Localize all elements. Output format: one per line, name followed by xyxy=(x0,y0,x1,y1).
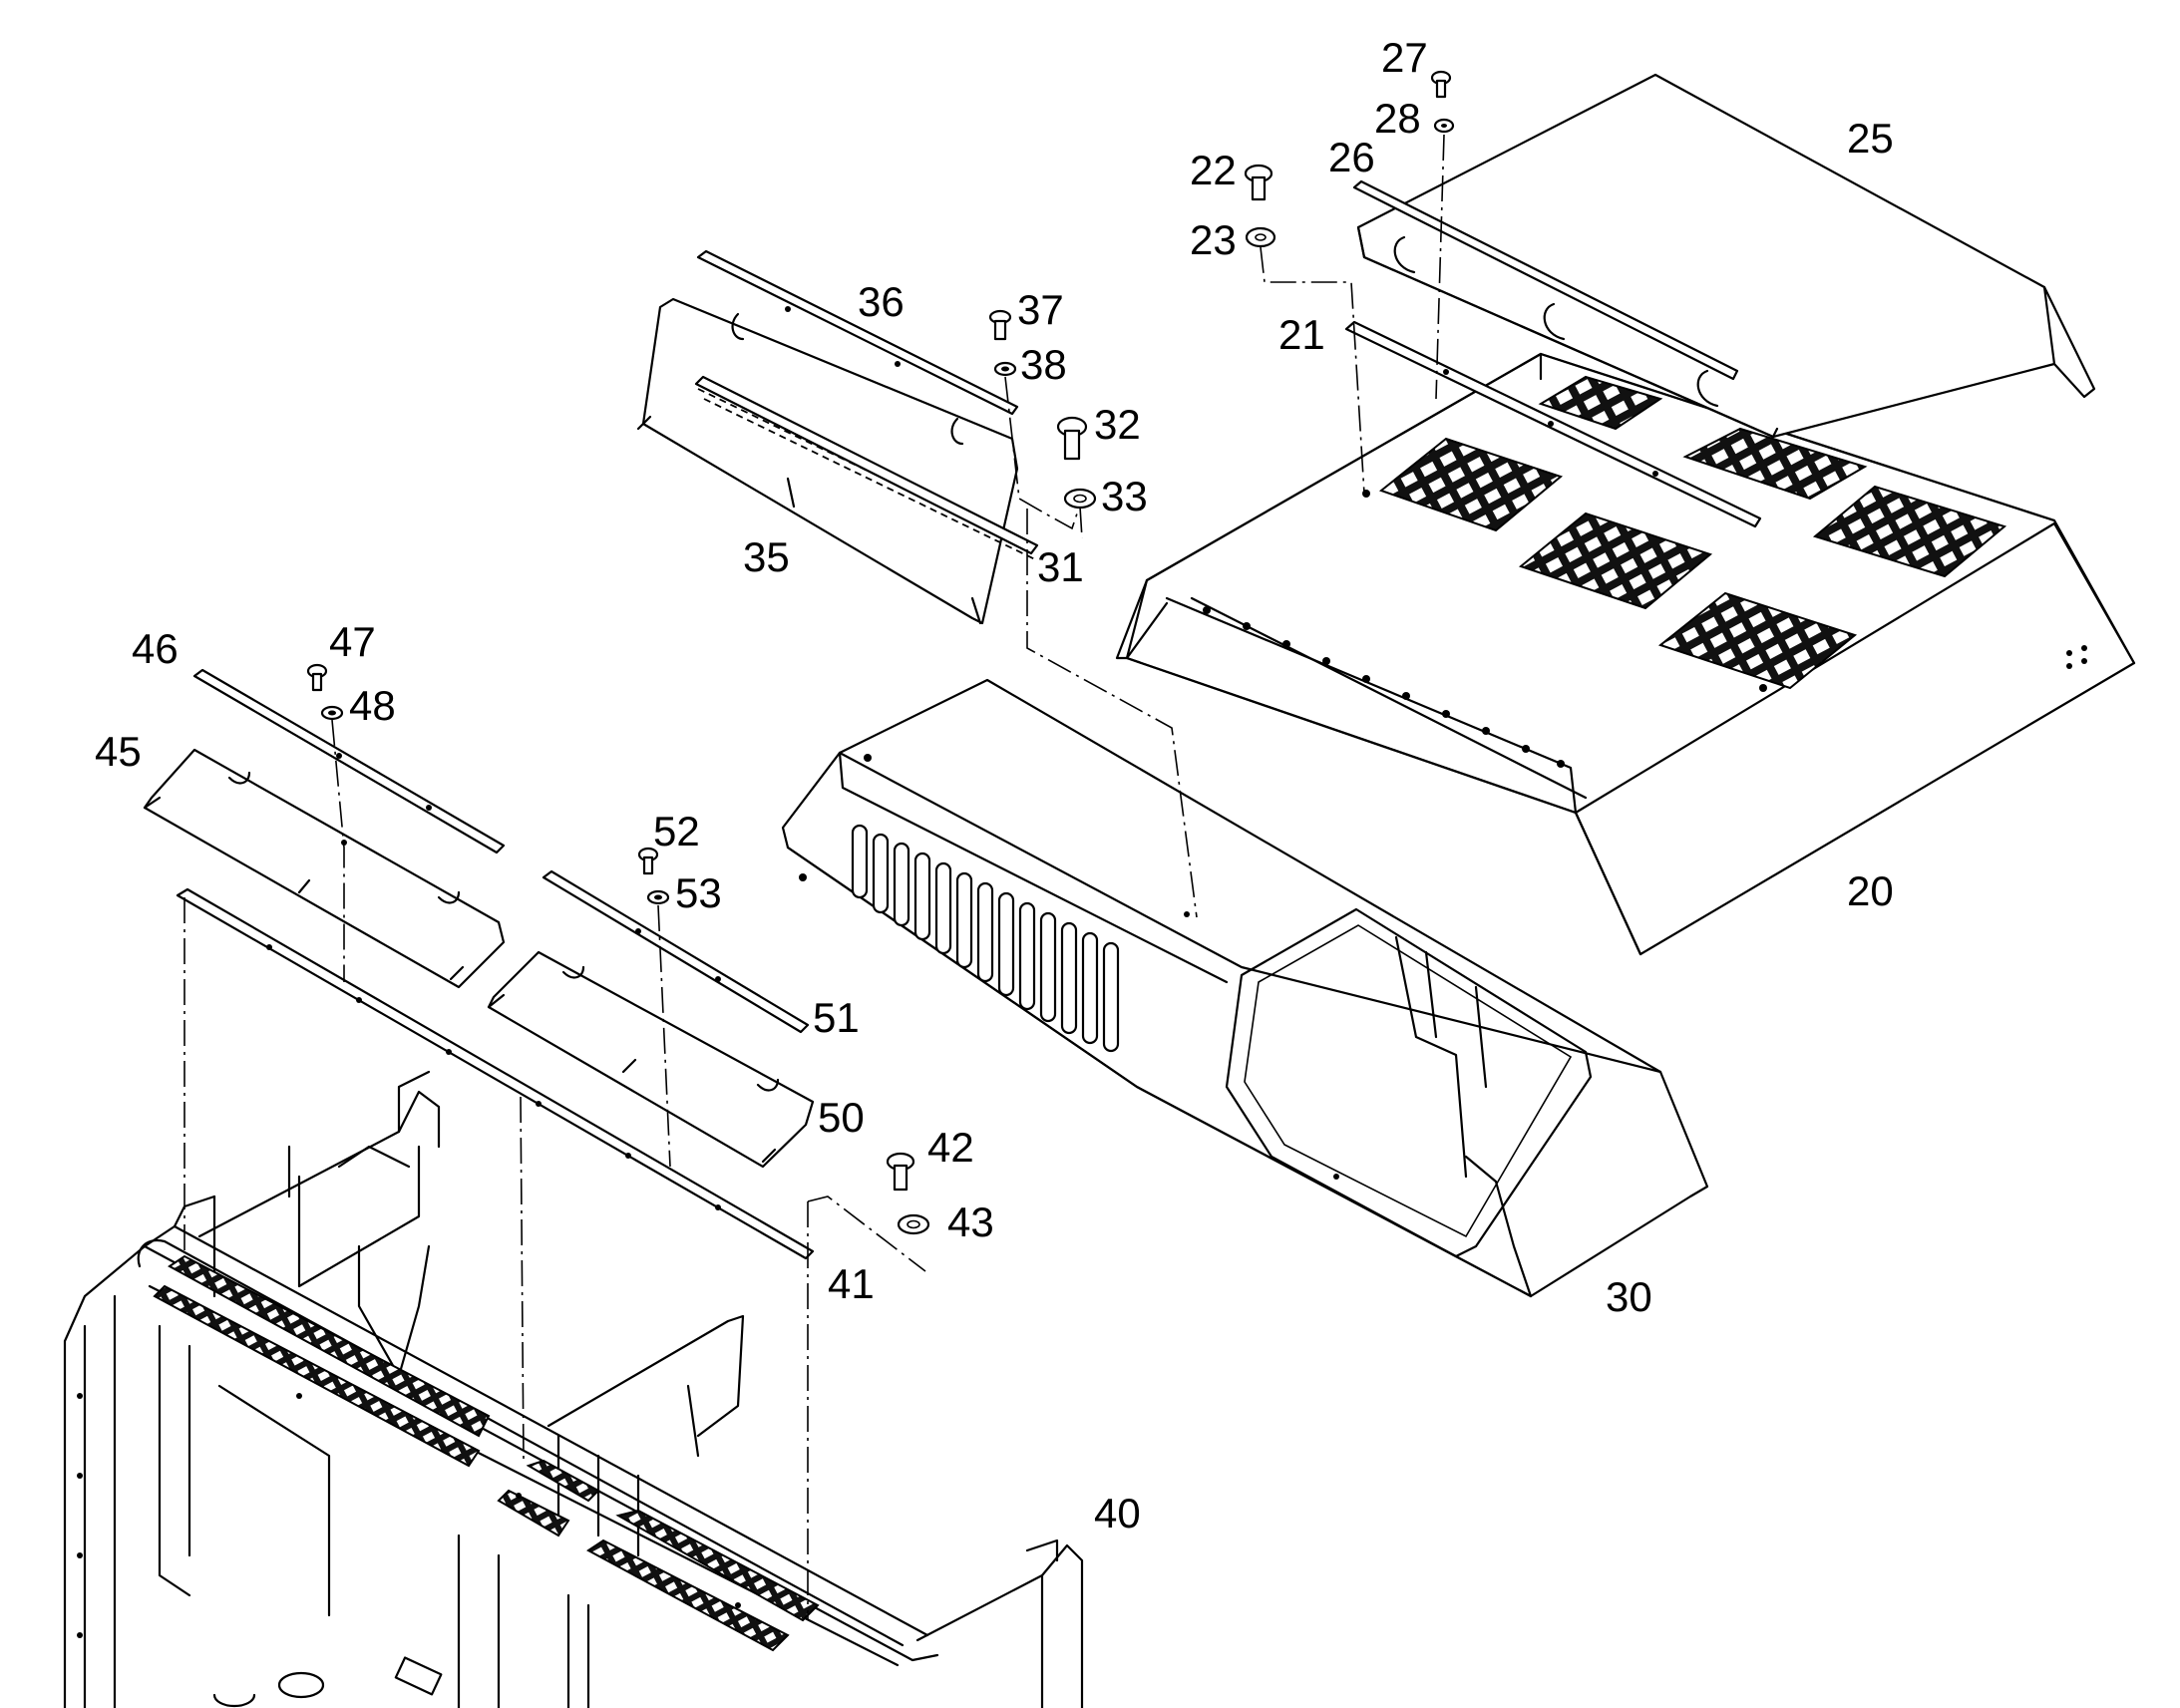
hood-part-20 xyxy=(1115,352,2136,956)
callout-23: 23 xyxy=(1190,216,1237,263)
callout-30: 30 xyxy=(1606,1273,1652,1320)
callout-52: 52 xyxy=(653,808,700,854)
strip-part-36 xyxy=(694,249,1039,555)
strip-part-51 xyxy=(542,869,810,1034)
washer-part-38 xyxy=(993,361,1017,377)
callout-labels: 20 21 22 23 25 26 27 28 30 31 32 33 35 3… xyxy=(95,34,1894,1537)
callout-22: 22 xyxy=(1190,147,1237,193)
callout-48: 48 xyxy=(349,682,396,729)
callout-27: 27 xyxy=(1381,34,1428,81)
callout-50: 50 xyxy=(818,1094,865,1141)
callout-20: 20 xyxy=(1847,867,1894,914)
callout-43: 43 xyxy=(947,1198,994,1245)
callout-42: 42 xyxy=(927,1124,974,1171)
callout-35: 35 xyxy=(743,533,790,580)
callout-36: 36 xyxy=(858,278,905,325)
callout-25: 25 xyxy=(1847,115,1894,162)
bar-part-41 xyxy=(176,887,815,1260)
callout-53: 53 xyxy=(675,869,722,916)
callout-37: 37 xyxy=(1017,286,1064,333)
callout-31: 31 xyxy=(1037,543,1084,590)
shroud-louvres xyxy=(851,824,1120,1053)
callout-33: 33 xyxy=(1101,473,1148,519)
callout-45: 45 xyxy=(95,728,142,775)
bolt-part-37 xyxy=(988,309,1012,341)
bolt-part-27 xyxy=(1430,70,1452,99)
fasteners xyxy=(306,70,1455,1235)
panel-part-45 xyxy=(143,748,506,989)
washer-part-53 xyxy=(646,889,670,905)
callout-41: 41 xyxy=(828,1260,875,1307)
callout-40: 40 xyxy=(1094,1490,1141,1537)
washer-part-48 xyxy=(320,705,344,721)
washer-part-43 xyxy=(897,1213,930,1235)
hood-hinge-row xyxy=(1203,606,1565,768)
bolt-part-32 xyxy=(1056,416,1088,461)
hood-grilles xyxy=(1378,375,2007,690)
strip-part-46 xyxy=(192,668,506,854)
washer-part-33 xyxy=(1063,488,1097,510)
callout-47: 47 xyxy=(329,618,376,665)
bolt-part-42 xyxy=(886,1152,915,1192)
shroud-part-30 xyxy=(781,678,1709,1298)
callout-28: 28 xyxy=(1374,95,1421,142)
washer-part-28 xyxy=(1433,118,1455,134)
bolt-part-52 xyxy=(637,847,659,875)
callout-21: 21 xyxy=(1278,311,1325,358)
bolt-part-47 xyxy=(306,663,328,692)
assembly-lines xyxy=(183,134,1445,1620)
strip-part-26 xyxy=(1344,179,1762,528)
callout-51: 51 xyxy=(813,994,860,1041)
panel-part-35 xyxy=(636,297,1038,625)
washer-part-23 xyxy=(1245,226,1276,248)
cover-part-25 xyxy=(1356,73,2096,439)
callout-46: 46 xyxy=(132,625,179,672)
bolt-part-22 xyxy=(1244,164,1273,201)
callout-38: 38 xyxy=(1020,341,1067,388)
callout-32: 32 xyxy=(1094,401,1141,448)
panel-part-50 xyxy=(487,950,815,1169)
frame-part-40 xyxy=(63,1070,1084,1708)
callout-26: 26 xyxy=(1328,134,1375,180)
